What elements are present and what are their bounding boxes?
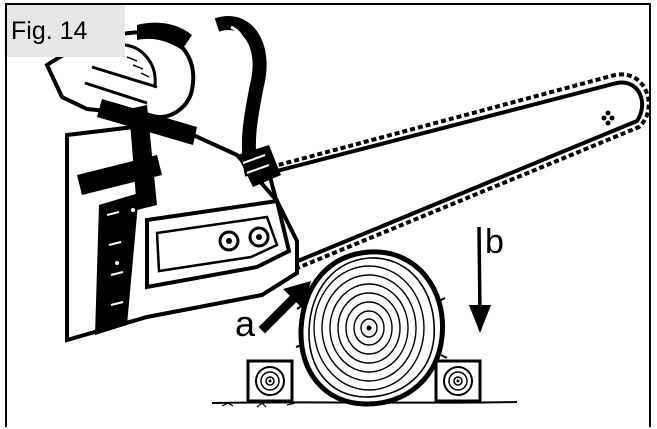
figure-frame: Fig. 14 (5, 3, 651, 427)
log-icon (296, 252, 447, 404)
chainsaw-illustration (7, 5, 651, 427)
figure-label: Fig. 14 (7, 5, 125, 57)
marker-a: a (235, 303, 255, 345)
right-support-block-icon (436, 361, 480, 401)
left-support-block-icon (248, 361, 292, 401)
guide-bar-icon (269, 74, 649, 269)
marker-b: b (485, 223, 504, 262)
